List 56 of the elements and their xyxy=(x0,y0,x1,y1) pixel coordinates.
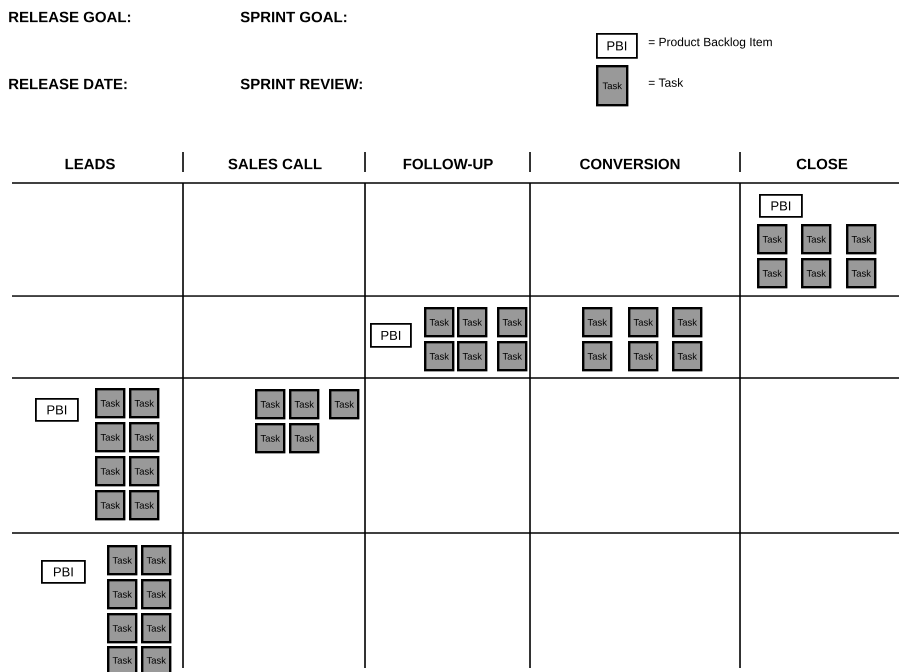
task-card: Task xyxy=(846,258,876,288)
task-card: Task xyxy=(141,646,172,672)
task-card: Task xyxy=(457,341,488,372)
task-card: Task xyxy=(129,388,160,418)
backlog-item-card: PBI xyxy=(35,398,79,422)
node-caption: = Task xyxy=(648,78,684,87)
task-card: Task xyxy=(141,579,172,610)
task-card: Task xyxy=(289,389,320,420)
task-card: Task xyxy=(672,341,702,372)
column-header: CLOSE xyxy=(796,158,848,170)
task-card: Task xyxy=(141,613,172,644)
task-card: Task xyxy=(95,456,126,486)
task-card: Task xyxy=(95,388,126,418)
task-card: Task xyxy=(107,646,138,672)
task-card: Task xyxy=(801,224,832,254)
field-label: SPRINT REVIEW: xyxy=(240,78,362,90)
task-card: Task xyxy=(497,307,528,338)
task-card: Task xyxy=(757,224,788,254)
task-card: Task xyxy=(672,307,702,338)
column-header: CONVERSION xyxy=(580,158,680,170)
backlog-item-card: PBI xyxy=(596,33,638,59)
field-label: RELEASE DATE: xyxy=(9,78,126,90)
task-card: Task xyxy=(289,423,320,454)
column-header: SALES CALL xyxy=(228,158,322,170)
task-card: Task xyxy=(255,389,286,420)
task-card: Task xyxy=(582,341,612,372)
field-label: SPRINT GOAL: xyxy=(240,12,346,22)
backlog-item-card: PBI xyxy=(41,560,86,584)
task-card: Task xyxy=(107,579,138,610)
task-card: Task xyxy=(95,490,126,520)
task-card: Task xyxy=(141,545,172,576)
column-header: LEADS xyxy=(66,158,115,170)
task-card: Task xyxy=(757,258,788,288)
task-card: Task xyxy=(424,307,454,338)
task-card: Task xyxy=(129,456,160,486)
task-card: Task xyxy=(107,545,138,576)
task-card: Task xyxy=(846,224,876,254)
task-card: Task xyxy=(129,490,160,520)
task-card: Task xyxy=(95,422,126,452)
backlog-item-card: PBI xyxy=(759,194,803,218)
task-card: Task xyxy=(329,389,360,420)
task-card: Task xyxy=(457,307,488,338)
task-card: Task xyxy=(596,65,628,106)
task-card: Task xyxy=(628,307,658,338)
field-label: RELEASE GOAL: xyxy=(9,12,130,22)
node-caption: = Product Backlog Item xyxy=(648,37,772,49)
task-card: Task xyxy=(107,613,138,644)
task-card: Task xyxy=(497,341,528,372)
task-card: Task xyxy=(424,341,454,372)
task-card: Task xyxy=(129,422,160,452)
backlog-item-card: PBI xyxy=(370,323,412,348)
task-card: Task xyxy=(801,258,832,288)
task-card: Task xyxy=(255,423,286,454)
column-header: FOLLOW-UP xyxy=(404,158,493,170)
task-card: Task xyxy=(628,341,658,372)
task-card: Task xyxy=(582,307,612,338)
